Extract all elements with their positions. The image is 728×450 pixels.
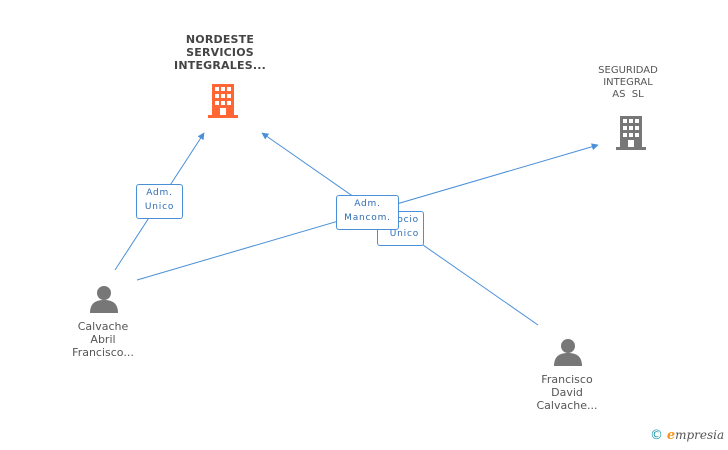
person-icon [90, 286, 118, 313]
edge-label-line: Unico [144, 202, 175, 212]
company-node-nordeste[interactable]: NORDESTE SERVICIOS INTEGRALES... [174, 33, 266, 72]
node-label-line: Calvache [77, 320, 129, 333]
node-label-line: Francisco... [72, 346, 134, 359]
node-label-line: SEGURIDAD [598, 65, 658, 76]
node-label-line: NORDESTE [185, 33, 255, 46]
building-icon [208, 84, 238, 118]
brand-logo: © empresia [650, 428, 724, 443]
edge-label-line: Mancom. [344, 213, 391, 223]
node-label-line: David [551, 386, 583, 399]
person-node-calvache[interactable]: Calvache Abril Francisco... [72, 320, 134, 359]
edge-label-line: Único [389, 229, 419, 239]
brand-name: mpresia [675, 428, 725, 442]
node-label-line: INTEGRALES... [174, 59, 266, 72]
edge-label-line: Adm. [146, 188, 173, 198]
edge-label-adm-mancom[interactable]: Adm. Mancom. [336, 195, 399, 230]
copyright-icon: © [650, 428, 663, 443]
node-label-line: AS SL [612, 89, 644, 100]
node-label-line: Abril [90, 333, 116, 346]
edge-label-line: Socio [390, 215, 419, 225]
node-label-line: SERVICIOS [186, 46, 254, 59]
building-icon [616, 116, 646, 150]
person-node-francisco[interactable]: Francisco David Calvache... [536, 373, 597, 412]
edge-label-adm-unico[interactable]: Adm. Unico [136, 184, 183, 219]
person-icon [554, 339, 582, 366]
edge-label-line: Adm. [354, 199, 381, 209]
node-label-line: Calvache... [536, 399, 598, 412]
node-label-line: INTEGRAL [603, 77, 653, 88]
brand-e: e [666, 428, 676, 443]
node-label-line: Francisco [541, 373, 593, 386]
company-node-seguridad[interactable]: SEGURIDAD INTEGRAL AS SL [598, 65, 658, 101]
